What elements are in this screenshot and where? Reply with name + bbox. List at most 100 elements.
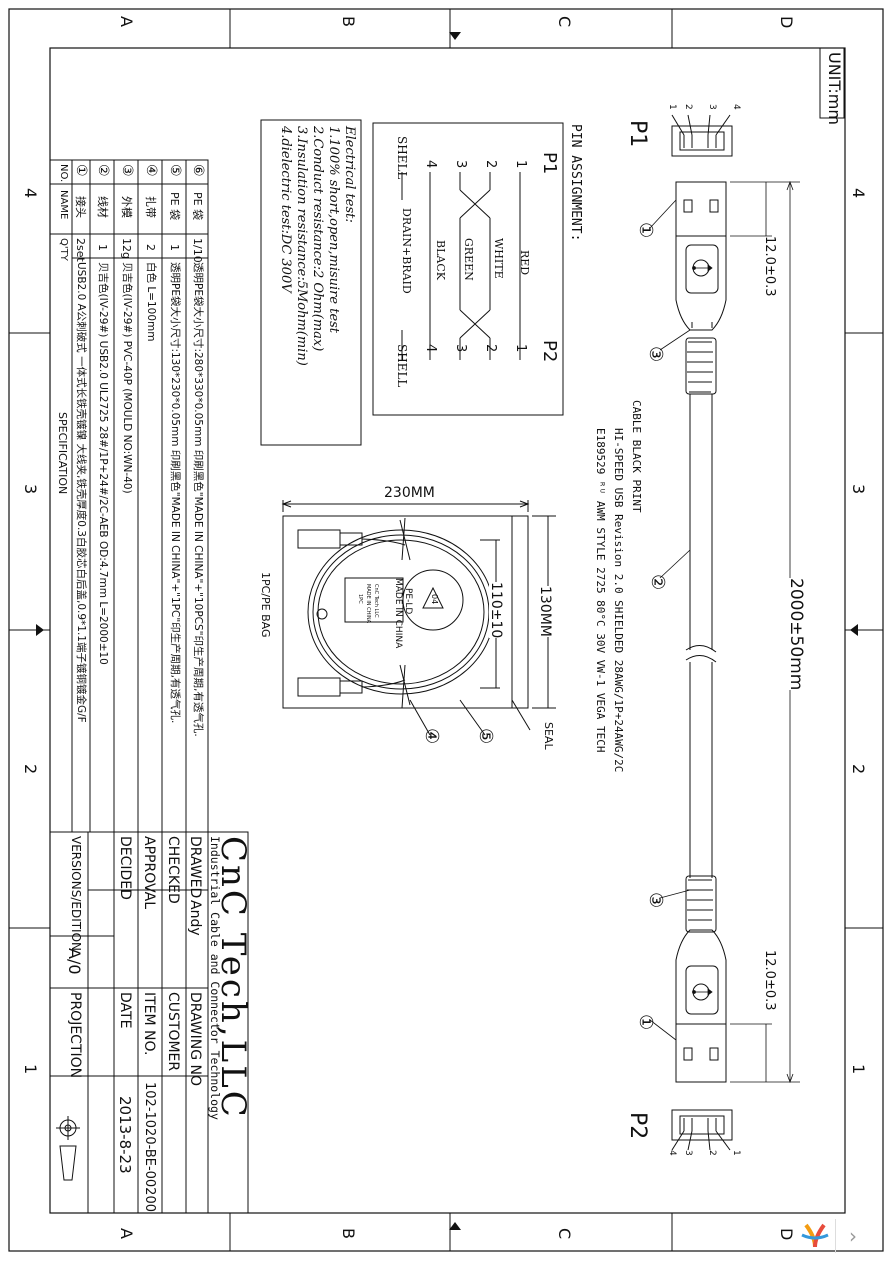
center-mark-bottom (449, 1222, 461, 1230)
spec-row-2-no: ② (95, 164, 111, 177)
electrical-test-box (260, 119, 362, 446)
title-block-grid (49, 831, 249, 1214)
projection-label: PROJECTION (67, 992, 83, 1079)
callout-3-bottom: ③ (645, 892, 666, 909)
date-value: 2013-8-23 (116, 1096, 134, 1174)
p1-pin-1: 1 (667, 104, 677, 110)
callout-5: ⑤ (475, 728, 496, 745)
cable-print-line3: E189529 ᴿᵁ AWM STYLE 2725 80°C 30V VW-1 … (594, 428, 607, 753)
pin-row-1-left: 1 (513, 160, 528, 169)
pin-row-3-right: 3 (453, 344, 468, 353)
callout-2: ② (647, 574, 668, 591)
plug-length-bottom-dim: 12.0±0.3 (762, 950, 777, 1011)
p2-pin-1: 1 (731, 1150, 741, 1156)
wire-black: BLACK (434, 240, 447, 280)
pin-header-p2: P2 (539, 340, 560, 363)
cable-print-line2: HI-SPEED USB Revision 2.0 SHIELDED 28AWG… (612, 428, 625, 773)
zone-top-c: C (555, 16, 574, 28)
zone-left-3: 3 (21, 484, 40, 495)
spec-row-6-spec: 透明PE袋大小尺寸:280*330*0.05mm 印刷黑色"MADE IN CH… (192, 262, 204, 737)
spec-row-1-name: 接头 (74, 196, 87, 218)
wire-green: GREEN (462, 238, 475, 281)
pin-assignment-box (372, 122, 564, 416)
pin-row-3-left: 3 (453, 160, 468, 169)
zone-left-4: 4 (21, 188, 40, 199)
approval-label: APPROVAL (141, 836, 157, 910)
spec-row-3-name: 外模 (120, 196, 133, 218)
p1-connector-face (671, 114, 733, 157)
p1-label: P1 (625, 120, 650, 148)
zone-right-3: 3 (849, 484, 868, 495)
spec-row-2-name: 线材 (96, 196, 109, 218)
recycle-code: 04 (430, 594, 439, 605)
spec-row-6-name: PE 袋 (191, 192, 204, 221)
spec-row-1-qty: 2set (74, 238, 87, 262)
spec-row-4-spec: 白色 L=100mm (145, 262, 157, 342)
viewer-logo-icon[interactable] (796, 1217, 834, 1255)
callout-1-top: ① (635, 222, 656, 239)
recycle-material: PE-LD (403, 588, 413, 615)
spec-row-5-qty: 1 (168, 244, 181, 251)
electrical-test-line3: 3.Insulation resistance:5Mohm(min) (294, 126, 309, 366)
pin-row-4-left: 4 (423, 160, 438, 169)
pin-row-shell-left: SHELL (395, 136, 409, 180)
spec-header-no: NO. (58, 164, 69, 183)
unit-label: UNIT:mm (825, 52, 844, 125)
callout-3-top: ③ (645, 346, 666, 363)
drawed-label: DRAWED (187, 836, 203, 899)
callout-4: ④ (421, 728, 442, 745)
coil-diameter-dim: 110±10 (488, 582, 504, 639)
pin-row-2-left: 2 (483, 160, 498, 169)
version-label: VERSIONS/EDITION (69, 836, 83, 952)
pin-wires (401, 172, 521, 360)
unit-box (819, 47, 845, 119)
bag-tag-line1: CnC Tech LLC (373, 584, 379, 618)
zone-bottom-b: B (339, 1228, 358, 1239)
p1-pin-2: 2 (683, 104, 693, 110)
electrical-test-line1: 1.100% short,open,misuire test (326, 126, 341, 334)
spec-row-5-spec: 透明PE袋大小尺寸:130*230*0.05mm 印刷黑色"MADE IN CH… (169, 262, 181, 724)
zone-left-1: 1 (21, 1064, 40, 1075)
wire-red: RED (518, 250, 531, 276)
bag-width-dim: 230MM (384, 485, 435, 501)
p2-connector-face (671, 1109, 733, 1151)
zone-bottom-a: A (117, 1228, 136, 1239)
wire-drain-braid: DRAIN+BRAID (400, 208, 413, 294)
drawed-value: Andy (187, 900, 203, 936)
spec-row-6-qty: 1/10 (191, 238, 204, 263)
spec-row-1-no: ① (73, 164, 89, 177)
item-no-value: 102-1020-BE-00200 (142, 1082, 157, 1212)
zone-right-4: 4 (849, 188, 868, 199)
pin-header-p1: P1 (539, 152, 560, 175)
spec-header-specification: SPECIFICATION (56, 412, 69, 495)
spec-row-1-spec: USB2.0 A公刺破式 一体式长铁壳镀镍 大线夹,铁壳厚度0.3白胶芯白后盖,… (75, 262, 87, 723)
pin-row-4-right: 4 (423, 344, 438, 353)
customer-label: CUSTOMER (165, 992, 181, 1072)
electrical-test-title: Electrical test: (342, 126, 357, 223)
next-page-chevron-icon[interactable]: › (835, 1219, 870, 1253)
p2-label: P2 (625, 1112, 650, 1140)
usb-symbol-icon (692, 264, 713, 996)
spec-row-4-name: 扎带 (144, 196, 157, 218)
plug-length-top-dim: 12.0±0.3 (762, 236, 777, 297)
zone-ticks (9, 9, 883, 1251)
seal-label: SEAL (542, 722, 555, 750)
bag-tag-line2: MADE IN CHINA (365, 584, 371, 624)
pin-row-1-right: 1 (513, 344, 528, 353)
spec-row-3-qty: 12g (120, 238, 133, 259)
pin-row-2-right: 2 (483, 344, 498, 353)
electrical-test-line2: 2.Conduct resistance:2 Ohm(max) (310, 126, 325, 352)
spec-row-2-spec: 贝吉色(IV-29#) USB2.0 UL2725 28#/1P+24#/2C-… (97, 262, 109, 665)
usb-plug-top (675, 181, 727, 395)
decided-label: DECIDED (117, 836, 133, 900)
electrical-test-line4: 4.dielectric test:DC 300V (278, 126, 293, 293)
cable-body (685, 394, 717, 878)
zone-top-d: D (777, 16, 796, 29)
callout-1-bottom: ① (635, 1014, 656, 1031)
spec-row-4-no: ④ (143, 164, 159, 177)
bag-tag-line3: 1PC (357, 594, 363, 604)
dimension-lines (649, 180, 800, 1084)
p2-pin-2: 2 (707, 1150, 717, 1156)
overall-length-dim: 2000±50mm (786, 578, 806, 691)
